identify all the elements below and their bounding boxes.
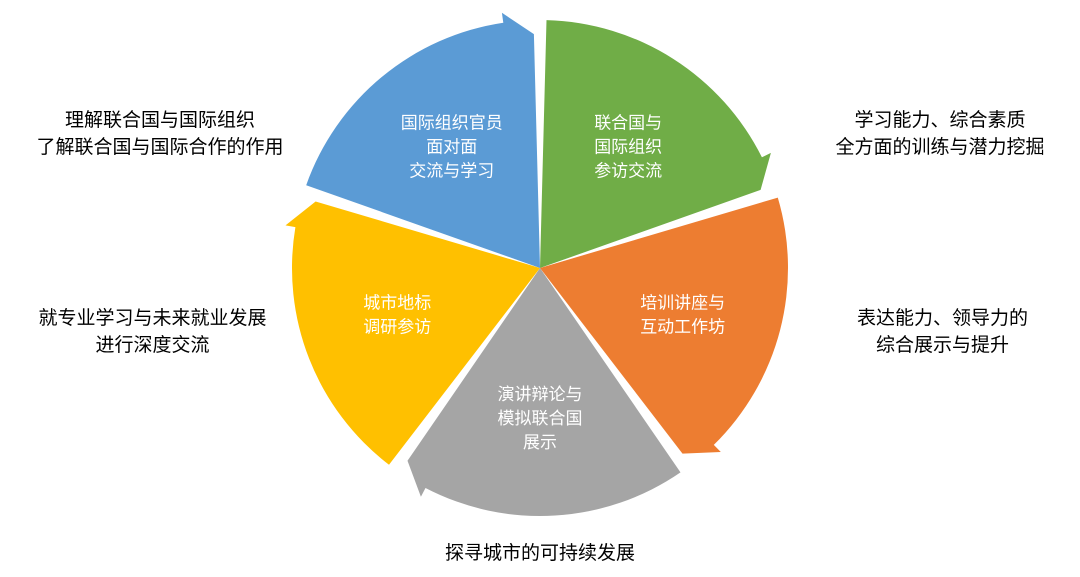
segment-label-line: 模拟联合国: [498, 409, 583, 429]
segment-label-line: 国际组织官员: [401, 114, 503, 134]
description-line: 进行深度交流: [95, 334, 210, 356]
description-line: 综合展示与提升: [875, 334, 1009, 356]
segment-yellow: [285, 201, 540, 465]
segment-label-line: 互动工作坊: [640, 317, 725, 337]
segment-label-line: 面对面: [426, 138, 477, 158]
segment-label-line: 展示: [523, 433, 557, 453]
segment-label-line: 调研参访: [363, 317, 431, 337]
segment-label-blue: 国际组织官员面对面交流与学习: [401, 114, 503, 182]
segment-label-line: 城市地标: [363, 293, 431, 313]
description-line: 学习能力、综合素质: [854, 109, 1026, 131]
segment-label-yellow: 城市地标调研参访: [363, 293, 431, 337]
segment-gray: [407, 268, 681, 517]
segment-label-line: 演讲辩论与: [498, 385, 583, 405]
segment-label-line: 培训讲座与: [640, 293, 725, 313]
description-line: 理解联合国与国际组织: [64, 109, 255, 131]
description-top-right: 学习能力、综合素质 全方面的训练与潜力挖掘: [800, 107, 1080, 161]
description-bottom: 探寻城市的可持续发展: [390, 540, 690, 567]
description-line: 表达能力、领导力的: [856, 307, 1028, 329]
segment-label-line: 联合国与: [594, 114, 662, 134]
segment-label-gray: 演讲辩论与模拟联合国展示: [498, 385, 583, 453]
segment-label-line: 国际组织: [594, 138, 662, 158]
segment-label-green: 联合国与国际组织参访交流: [594, 114, 662, 182]
segment-label-orange: 培训讲座与互动工作坊: [640, 293, 725, 337]
segment-green: [540, 20, 771, 268]
segment-orange: [540, 197, 788, 454]
description-mid-left: 就专业学习与未来就业发展 进行深度交流: [10, 305, 295, 359]
description-line: 全方面的训练与潜力挖掘: [835, 136, 1045, 158]
description-line: 探寻城市的可持续发展: [444, 542, 635, 564]
description-mid-right: 表达能力、领导力的 综合展示与提升: [820, 305, 1065, 359]
description-line: 了解联合国与国际合作的作用: [36, 136, 284, 158]
description-line: 就专业学习与未来就业发展: [38, 307, 267, 329]
segment-label-line: 交流与学习: [409, 162, 494, 182]
description-top-left: 理解联合国与国际组织 了解联合国与国际合作的作用: [10, 107, 310, 161]
segment-blue: [306, 12, 540, 268]
segment-label-line: 参访交流: [594, 162, 662, 182]
